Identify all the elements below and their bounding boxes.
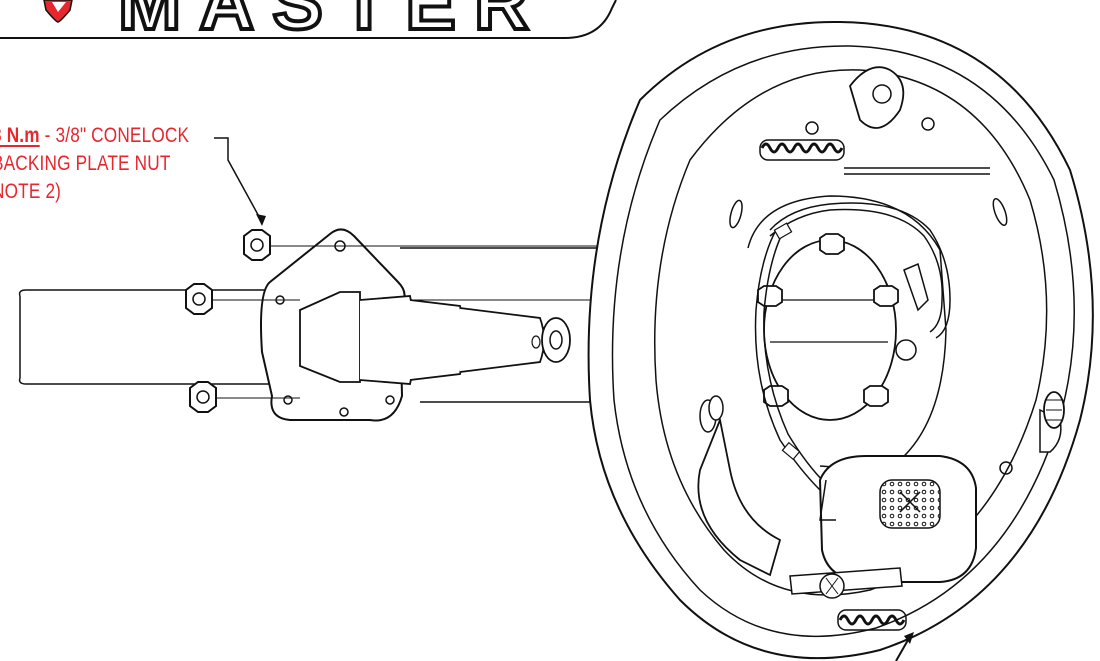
magnet-assembly — [818, 455, 977, 583]
rim-bolt-right — [1043, 391, 1065, 429]
brand-shield-icon — [43, 0, 73, 23]
torque-callout: 3 N.m - 3/8" CONELOCK BACKING PLATE NUT … — [0, 122, 189, 206]
bottom-arrow — [895, 632, 914, 661]
spindle — [299, 291, 571, 385]
top-adjuster — [805, 66, 935, 135]
hex-nut-lower — [189, 381, 217, 413]
hex-nut-middle — [185, 283, 213, 315]
callout-line-1: 3 N.m - 3/8" CONELOCK — [0, 122, 189, 150]
brand-wordmark: MASTER — [116, 0, 547, 48]
callout-separator: - — [39, 124, 56, 147]
upper-spring — [759, 139, 990, 175]
torque-value: 3 N.m — [0, 124, 40, 147]
header-frame — [0, 0, 617, 39]
wheel-studs — [757, 233, 929, 407]
callout-line-2: BACKING PLATE NUT — [0, 152, 171, 175]
conelock-nut — [243, 229, 271, 261]
bottom-adjuster — [789, 567, 903, 599]
callout-part: 3/8" CONELOCK — [55, 124, 190, 147]
stud-lines — [210, 245, 600, 399]
callout-line-3: NOTE 2) — [0, 180, 62, 203]
rim-bolt-left — [708, 395, 724, 421]
wire-harness — [754, 202, 951, 491]
callout-leader — [214, 137, 266, 226]
